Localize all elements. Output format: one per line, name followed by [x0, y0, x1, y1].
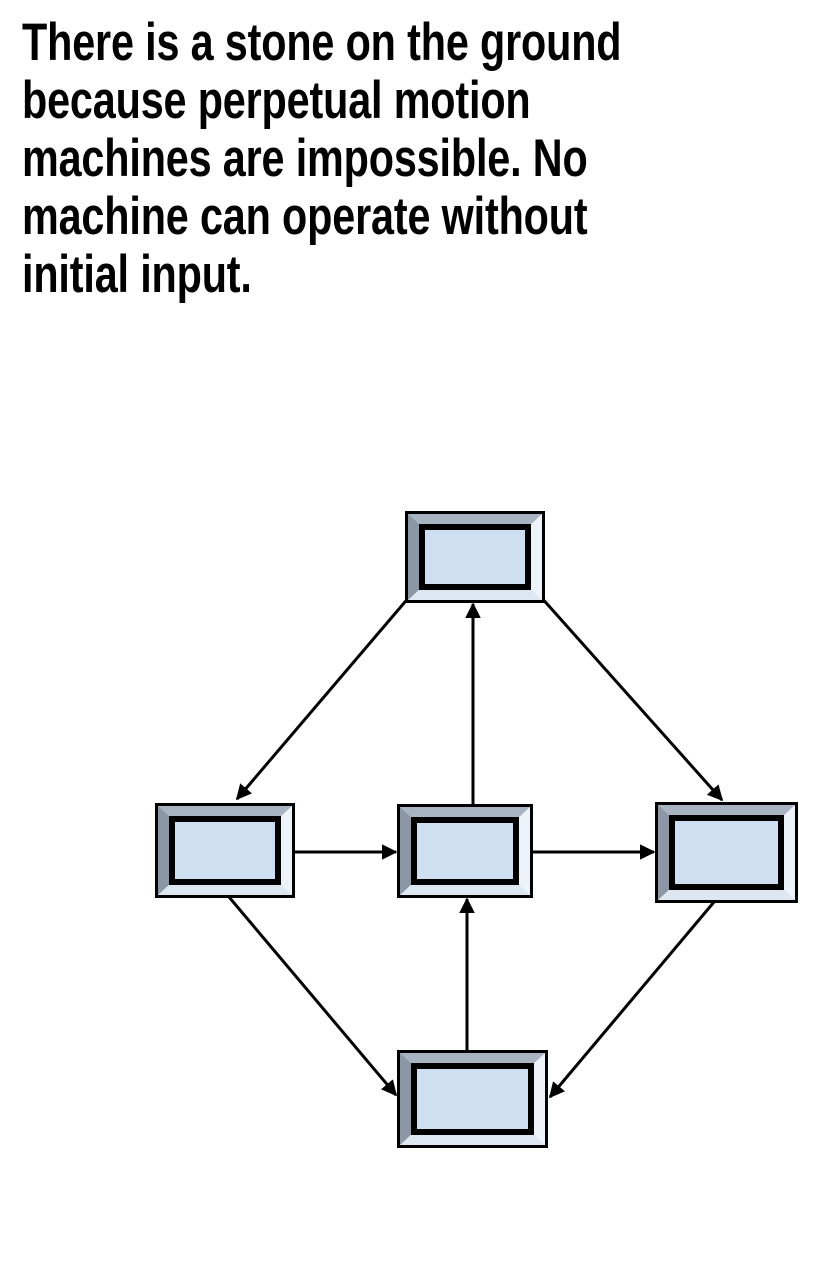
edge-top-to-right [538, 595, 724, 802]
diagram-node-left[interactable] [155, 803, 295, 898]
edge-left-to-bottom [227, 896, 398, 1097]
caption-text: There is a stone on the ground because p… [22, 13, 633, 304]
diagram-node-top[interactable] [405, 511, 545, 603]
node-inner-face [414, 820, 516, 882]
node-inner-face [172, 819, 278, 882]
node-inner-face [414, 1066, 531, 1132]
diagram-node-center[interactable] [397, 804, 533, 898]
edge-right-to-bottom [548, 901, 716, 1099]
node-inner-face [672, 818, 781, 887]
diagram-node-right[interactable] [655, 802, 798, 903]
edge-top-to-left [235, 595, 412, 801]
diagram-node-bottom[interactable] [397, 1050, 548, 1148]
node-inner-face [422, 527, 528, 587]
